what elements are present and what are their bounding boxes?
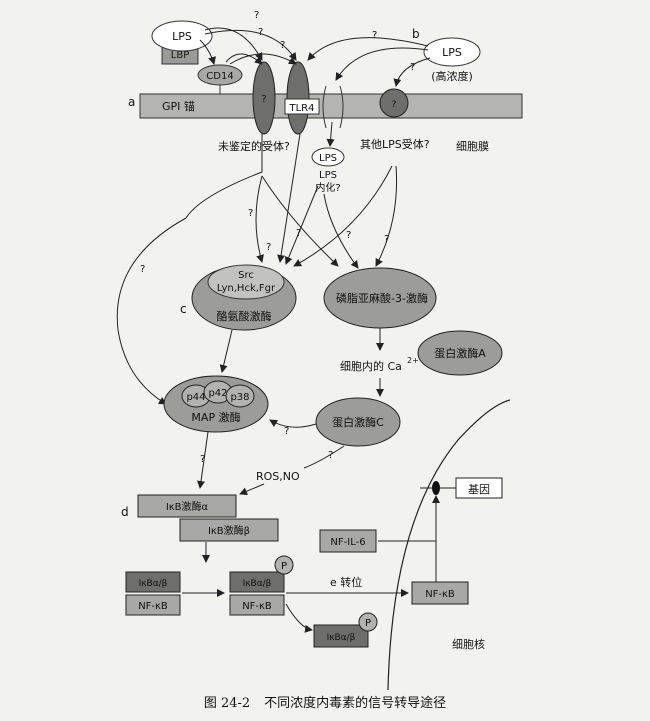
cell-membrane-label: 细胞膜: [456, 140, 489, 153]
phosphate-label-2: P: [365, 618, 371, 629]
svg-text:?: ?: [254, 10, 259, 21]
unidentified-receptor: [252, 61, 276, 135]
internalization-lps-label: LPS: [319, 170, 337, 181]
ikk-alpha-label: IκB激酶α: [166, 500, 209, 513]
unidentified-receptor-q: ?: [261, 94, 266, 105]
nfil6-label: NF-IL-6: [330, 537, 365, 548]
translocation-label: e 转位: [330, 575, 362, 589]
gene-label: 基因: [468, 483, 490, 496]
figure-caption: 图 24-2 不同浓度内毒素的信号转导途径: [0, 692, 650, 711]
ros-no-label: ROS,NO: [256, 470, 300, 483]
gene-promoter-mark: [432, 481, 440, 495]
svg-text:?: ?: [266, 242, 271, 253]
ikk-beta-label: IκB激酶β: [208, 524, 250, 537]
figure-number: 图 24-2: [203, 696, 251, 711]
internalized-lps-ellipse: [311, 147, 345, 167]
panel-d-label: d: [121, 505, 129, 519]
svg-text:?: ?: [296, 228, 301, 239]
pka-label: 蛋白激酶A: [434, 346, 486, 360]
svg-text:?: ?: [410, 62, 415, 73]
pi3k-label: 磷脂亚麻酸-3-激酶: [336, 291, 428, 305]
p38-ellipse: [225, 384, 255, 408]
phosphate-circle-1: [274, 555, 294, 575]
phosphate-circle-2: [358, 612, 378, 632]
other-lps-receptor-label: 其他LPS受体?: [360, 137, 430, 151]
gpi-anchor-label: GPI 锚: [162, 99, 195, 113]
svg-text:?: ?: [284, 426, 289, 437]
protein-kinase-a: [417, 330, 503, 376]
p44-label: p44: [186, 392, 205, 403]
high-lps-ellipse: [423, 37, 481, 67]
panel-c-label: c: [180, 302, 187, 316]
lbp-label: LBP: [171, 50, 189, 61]
map-kinase-label: MAP 激酶: [191, 410, 240, 424]
ikb-released-label: IκBα/β: [327, 633, 356, 643]
lyn-hck-fgr-label: Lyn,Hck,Fgr: [217, 283, 276, 294]
gene-box: [455, 477, 503, 499]
panel-b-label: b: [412, 27, 420, 41]
src-family-ellipse: [207, 264, 285, 300]
lps-label: LPS: [172, 30, 192, 43]
lps-ellipse: [151, 20, 213, 52]
protein-kinase-c: [315, 397, 401, 447]
phosphate-label-1: P: [281, 561, 287, 572]
svg-text:?: ?: [258, 27, 263, 38]
tlr4-receptor: [286, 61, 310, 135]
svg-text:?: ?: [280, 40, 285, 51]
svg-text:?: ?: [372, 30, 377, 41]
ikb-box-left: [125, 571, 181, 593]
nfkb-box-phospho: [229, 594, 285, 616]
panel-a-label: a: [128, 95, 135, 109]
other-receptor-q: ?: [392, 100, 397, 110]
high-lps-label: LPS: [442, 46, 462, 59]
svg-text:?: ?: [328, 450, 333, 461]
svg-text:?: ?: [200, 454, 205, 465]
nucleus-label: 细胞核: [452, 637, 485, 651]
nuclear-envelope: [387, 399, 511, 690]
nfkb-left-label: NF-κB: [138, 601, 168, 612]
svg-text:?: ?: [346, 230, 351, 241]
ikb-released-box: [313, 624, 369, 648]
nfkb-nuclear-box: [411, 581, 469, 605]
calcium-label: 细胞内的 Ca: [340, 359, 402, 373]
signal-transduction-diagram: a b c d GPI 锚 细胞膜 LBP LPS CD14 ? 未鉴定的受体?…: [116, 10, 523, 690]
ikb-left-label: IκBα/β: [139, 579, 168, 589]
src-label: Src: [238, 270, 254, 281]
pkc-label: 蛋白激酶C: [332, 415, 384, 429]
p42-label: p42: [208, 388, 227, 399]
cell-membrane-bar: [139, 93, 523, 119]
tlr4-label: TLR4: [289, 103, 315, 114]
nfkb-phospho-label: NF-κB: [242, 601, 272, 612]
nfkb-nuclear-label: NF-κB: [425, 589, 455, 600]
cd14-label: CD14: [206, 71, 233, 82]
tyrosine-kinase-label: 酪氨酸激酶: [217, 309, 272, 323]
figure-title: 不同浓度内毒素的信号转导途径: [264, 696, 447, 711]
p38-label: p38: [230, 392, 249, 403]
internalization-label: 内化?: [315, 181, 340, 194]
ikk-beta-box: [179, 518, 279, 542]
internalized-lps-text: LPS: [319, 153, 337, 164]
ikb-phospho-label: IκBα/β: [243, 579, 272, 589]
nfkb-box-left: [125, 594, 181, 616]
svg-text:?: ?: [140, 264, 145, 275]
calcium-superscript: 2+: [407, 356, 419, 365]
svg-text:?: ?: [248, 208, 253, 219]
tlr4-box: [284, 98, 320, 115]
svg-text:?: ?: [384, 234, 389, 245]
ikk-alpha-box: [137, 494, 237, 518]
nfil6-box: [319, 529, 377, 553]
other-lps-receptor: [379, 88, 409, 118]
ikb-box-phospho: [229, 571, 285, 593]
high-concentration-label: (高浓度): [431, 69, 473, 83]
unidentified-receptor-label: 未鉴定的受体?: [218, 139, 290, 153]
cd14-ellipse: [197, 64, 243, 86]
